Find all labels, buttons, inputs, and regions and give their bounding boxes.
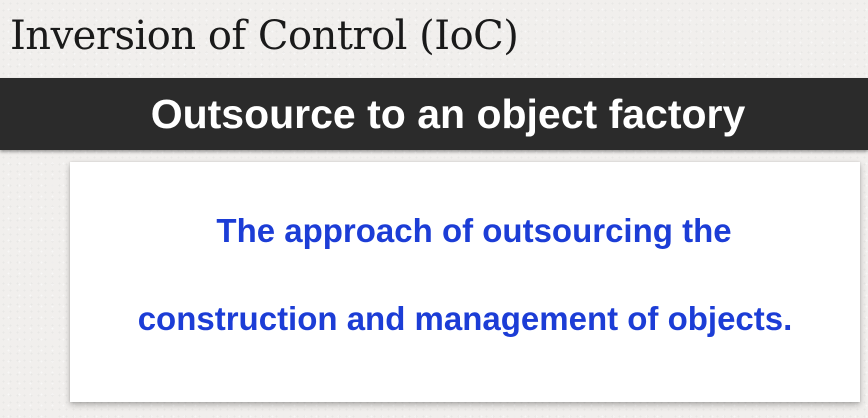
slide-title: Inversion of Control (IoC) xyxy=(10,13,519,59)
definition-line-2: construction and management of objects. xyxy=(137,300,793,337)
banner: Outsource to an object factory xyxy=(0,78,868,150)
definition-line-1: The approach of outsourcing the xyxy=(216,212,732,249)
definition-card: The approach of outsourcing the construc… xyxy=(70,162,860,402)
banner-heading: Outsource to an object factory xyxy=(150,91,746,137)
